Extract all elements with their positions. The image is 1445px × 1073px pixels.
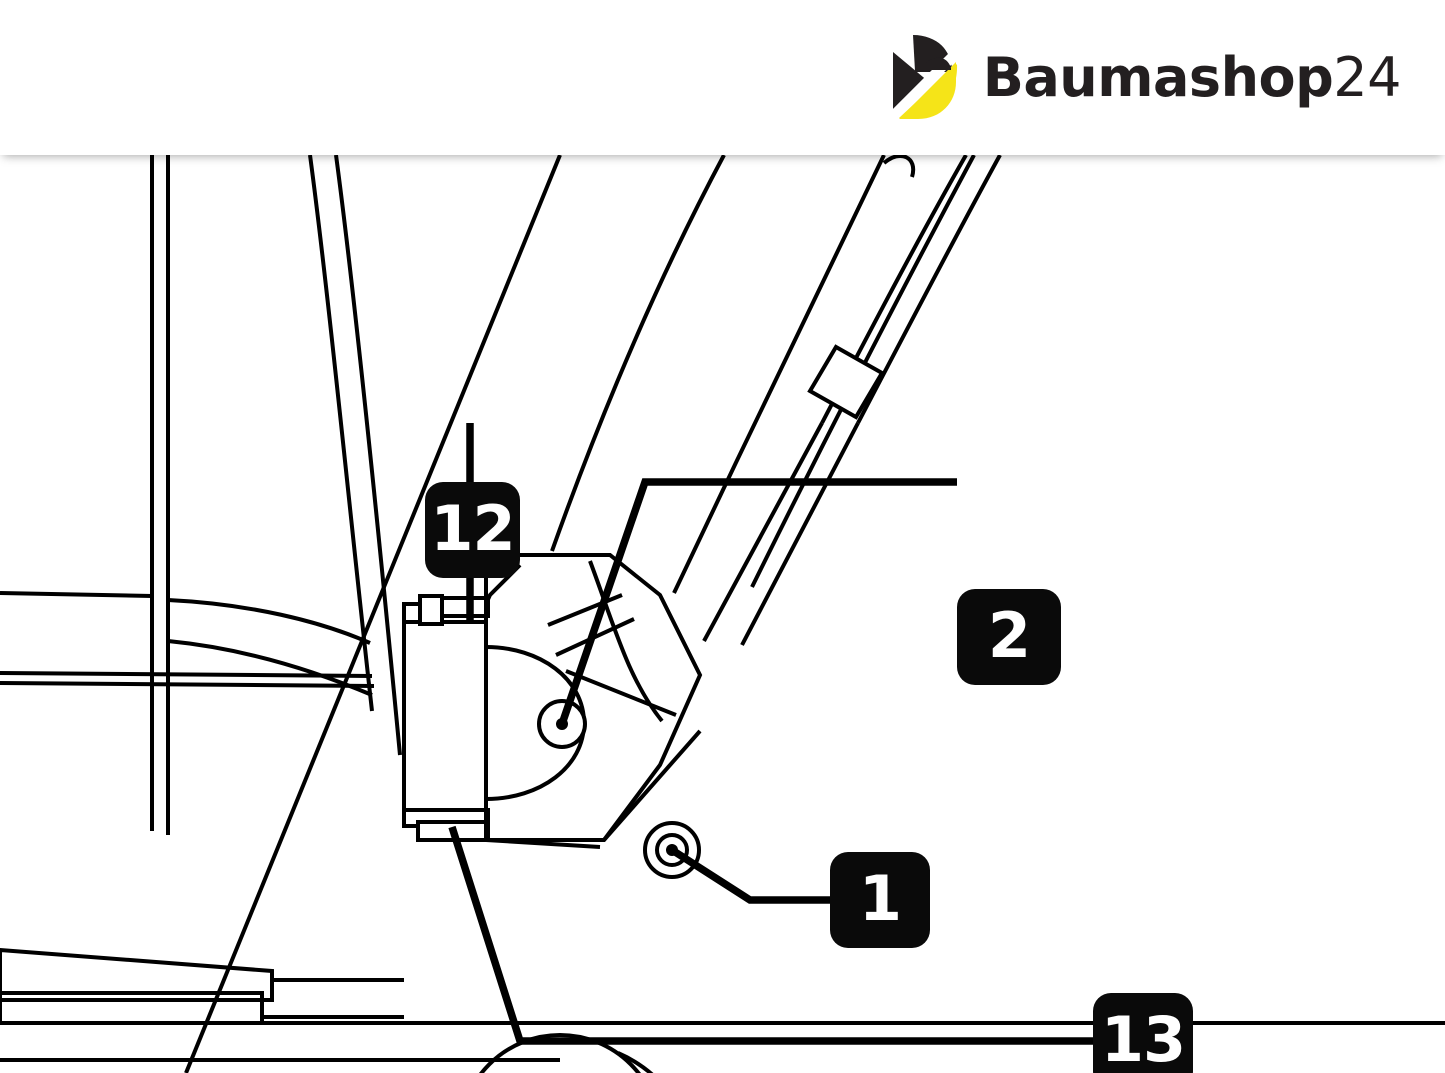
baumashop-logo-mark-icon bbox=[884, 34, 960, 122]
swing-post-assembly bbox=[402, 594, 490, 842]
brand-name-suffix: 24 bbox=[1333, 45, 1401, 109]
technical-diagram: 12 2 1 13 bbox=[0, 155, 1445, 1073]
leader-1 bbox=[669, 846, 830, 904]
callout-badge-13[interactable]: 13 bbox=[1093, 993, 1193, 1073]
leader-2 bbox=[558, 478, 957, 726]
cab-window-frame bbox=[0, 155, 402, 835]
callout-badge-12[interactable]: 12 bbox=[425, 482, 520, 578]
brand-wordmark: Baumashop24 bbox=[983, 50, 1402, 105]
callout-badge-2[interactable]: 2 bbox=[957, 589, 1061, 685]
callout-number-13: 13 bbox=[1100, 1002, 1186, 1073]
brand-logo[interactable]: Baumashop24 bbox=[884, 34, 1402, 122]
callout-number-12: 12 bbox=[430, 491, 515, 565]
lower-bushing-plate bbox=[402, 808, 490, 842]
callout-number-1: 1 bbox=[858, 861, 902, 935]
brand-name-bold: Baumashop bbox=[982, 45, 1334, 109]
undercarriage bbox=[0, 838, 1445, 1073]
leader-13 bbox=[448, 825, 1093, 1045]
lower-boom-pivot-pin-bearing bbox=[643, 821, 701, 879]
callout-badge-1[interactable]: 1 bbox=[830, 852, 930, 948]
boom-lift-cylinder bbox=[702, 155, 1002, 646]
callout-number-2: 2 bbox=[987, 598, 1031, 672]
site-header: Baumashop24 bbox=[0, 0, 1445, 155]
swing-bracket-casting bbox=[484, 553, 703, 842]
diagram-linework bbox=[0, 155, 1445, 1073]
upper-bushing-plate bbox=[418, 594, 490, 626]
